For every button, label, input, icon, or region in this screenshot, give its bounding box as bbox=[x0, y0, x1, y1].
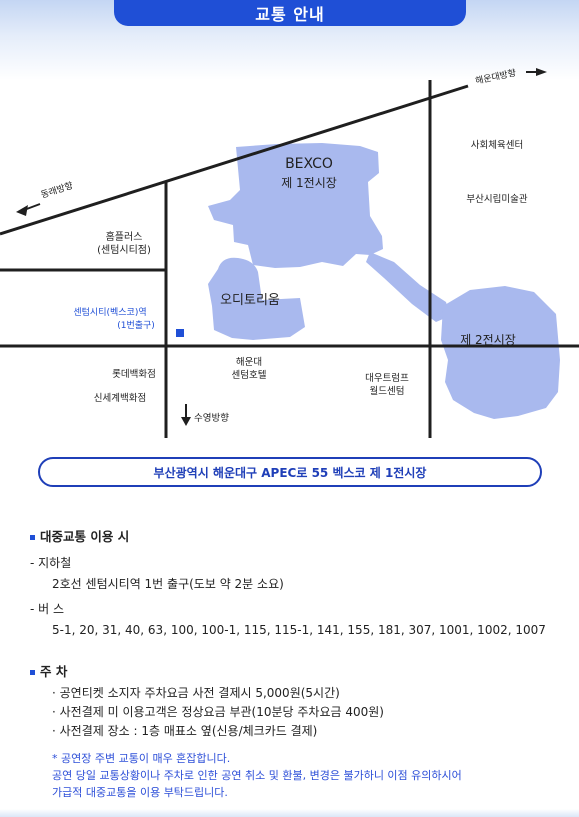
parking-section-title: 주 차 bbox=[30, 663, 560, 682]
address-banner: 부산광역시 해운대구 APEC로 55 벡스코 제 1전시장 bbox=[38, 457, 542, 487]
subway-station-marker bbox=[176, 329, 184, 337]
label-homeplus-branch: (센텀시티점) bbox=[97, 244, 151, 256]
parking-notice: * 공연장 주변 교통이 매우 혼잡합니다. 공연 당일 교통상황이나 주차로 … bbox=[30, 750, 560, 801]
roads bbox=[0, 80, 579, 438]
label-sports-center: 사회체육센터 bbox=[471, 140, 523, 151]
square-bullet-icon bbox=[30, 669, 35, 675]
address-text: 부산광역시 해운대구 APEC로 55 벡스코 제 1전시장 bbox=[153, 465, 427, 480]
auditorium-shape bbox=[208, 257, 305, 340]
notice-line: 공연 당일 교통상황이나 주차로 인한 공연 취소 및 환불, 변경은 불가하니… bbox=[52, 768, 462, 782]
label-hotel: 해운대 bbox=[236, 356, 262, 368]
label-auditorium: 오디토리움 bbox=[220, 293, 280, 308]
bus-routes: 5-1, 20, 31, 40, 63, 100, 100-1, 115, 11… bbox=[52, 622, 546, 637]
square-bullet-icon bbox=[30, 534, 35, 540]
label-shinsegae: 신세계백화점 bbox=[94, 392, 146, 404]
label-suyeong: 수영방향 bbox=[194, 412, 229, 424]
arrow-left-icon bbox=[16, 205, 28, 216]
arrow-down-icon bbox=[181, 417, 191, 426]
label-hall1: 제 1전시장 bbox=[281, 176, 337, 190]
arrow-right-icon bbox=[536, 68, 547, 76]
footer-band bbox=[0, 809, 579, 817]
transport-info: 대중교통 이용 시 - 지하철 2호선 센텀시티역 1번 출구(도보 약 2분 … bbox=[30, 528, 560, 801]
buildings bbox=[208, 143, 560, 419]
label-hall2: 제 2전시장 bbox=[460, 333, 516, 347]
subway-label: - 지하철 bbox=[30, 555, 72, 570]
bexco-hall1-shape bbox=[208, 143, 383, 268]
label-bexco: BEXCO bbox=[285, 156, 333, 172]
label-daewoo: 대우트럼프 bbox=[365, 372, 409, 384]
label-station: 센텀시티(벡스코)역 bbox=[73, 306, 146, 318]
label-station-exit: (1번출구) bbox=[117, 320, 155, 331]
connector-shape bbox=[366, 252, 450, 322]
label-homeplus: 홈플러스 bbox=[106, 230, 143, 243]
label-haeundae: 해운대방향 bbox=[474, 67, 517, 87]
arrow-left-shaft bbox=[23, 203, 41, 211]
road-diagonal bbox=[0, 84, 469, 236]
parking-item: · 사전결제 미 이용고객은 정상요금 부관(10분당 주차요금 400원) bbox=[52, 704, 384, 719]
bus-label: - 버 스 bbox=[30, 601, 65, 616]
label-daewoo-center: 월드센텀 bbox=[370, 385, 405, 397]
hall2-shape bbox=[441, 286, 560, 419]
location-map: 해운대방향 동래방향 수영방향 BEXCO 제 1전시장 오디토리움 제 2전시… bbox=[0, 40, 579, 450]
label-dongnae: 동래방향 bbox=[39, 179, 74, 201]
notice-line: 가급적 대중교통을 이용 부탁드립니다. bbox=[52, 785, 228, 799]
map-canvas: 해운대방향 동래방향 수영방향 BEXCO 제 1전시장 오디토리움 제 2전시… bbox=[0, 67, 579, 438]
parking-item: · 사전결제 장소 : 1층 매표소 옆(신용/체크카드 결제) bbox=[52, 724, 318, 739]
label-art-museum: 부산시립미술관 bbox=[466, 193, 527, 205]
notice-line: * 공연장 주변 교통이 매우 혼잡합니다. bbox=[52, 751, 231, 765]
label-hotel-name: 센텀호텔 bbox=[232, 369, 267, 381]
parking-item: · 공연티켓 소지자 주차요금 사전 결제시 5,000원(5시간) bbox=[52, 685, 340, 700]
transit-section-title: 대중교통 이용 시 bbox=[30, 528, 560, 547]
label-lotte: 롯데백화점 bbox=[112, 368, 156, 380]
page-title: 교통 안내 bbox=[114, 0, 466, 26]
page-title-text: 교통 안내 bbox=[255, 5, 325, 24]
subway-detail: 2호선 센텀시티역 1번 출구(도보 약 2분 소요) bbox=[52, 576, 284, 591]
